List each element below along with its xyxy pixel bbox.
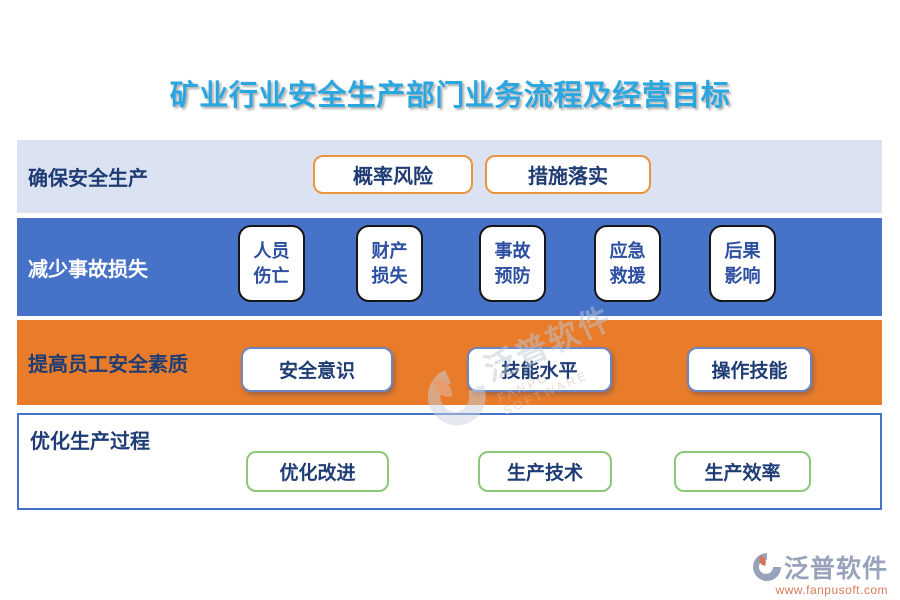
fanpu-logo-icon xyxy=(752,552,782,582)
row-reduce-accident-loss: 减少事故损失 人员 伤亡 财产 损失 事故 预防 应急 救援 后果 影响 xyxy=(17,218,882,316)
fanpu-footer-logo: 泛普软件 www.fanpusoft.com xyxy=(752,549,888,597)
node-consequence-impact[interactable]: 后果 影响 xyxy=(709,225,776,302)
node-operation-skill[interactable]: 操作技能 xyxy=(687,347,812,392)
node-production-efficiency[interactable]: 生产效率 xyxy=(674,451,811,492)
node-accident-prevention[interactable]: 事故 预防 xyxy=(479,225,546,302)
node-skill-level[interactable]: 技能水平 xyxy=(467,347,612,392)
node-optimize-improve[interactable]: 优化改进 xyxy=(246,451,389,492)
node-emergency-rescue[interactable]: 应急 救援 xyxy=(594,225,661,302)
row-improve-staff-safety-quality: 提高员工安全素质 安全意识 技能水平 操作技能 xyxy=(17,320,882,405)
node-casualties[interactable]: 人员 伤亡 xyxy=(238,225,305,302)
row-optimize-production-process: 优化生产过程 优化改进 生产技术 生产效率 xyxy=(17,413,882,510)
page-title: 矿业行业安全生产部门业务流程及经营目标 xyxy=(169,80,731,112)
footer-brand-name: 泛普软件 xyxy=(783,555,888,583)
row-label: 减少事故损失 xyxy=(28,258,148,281)
row-ensure-safe-production: 确保安全生产 概率风险 措施落实 xyxy=(17,140,882,213)
row-label: 确保安全生产 xyxy=(28,168,148,190)
node-production-technology[interactable]: 生产技术 xyxy=(478,451,612,492)
node-safety-awareness[interactable]: 安全意识 xyxy=(241,347,393,392)
row-label: 提高员工安全素质 xyxy=(28,354,188,376)
footer-website-url[interactable]: www.fanpusoft.com xyxy=(775,583,888,597)
node-probability-risk[interactable]: 概率风险 xyxy=(313,155,473,194)
row-label: 优化生产过程 xyxy=(30,431,150,453)
node-measure-implementation[interactable]: 措施落实 xyxy=(485,155,651,194)
node-property-loss[interactable]: 财产 损失 xyxy=(356,225,423,302)
